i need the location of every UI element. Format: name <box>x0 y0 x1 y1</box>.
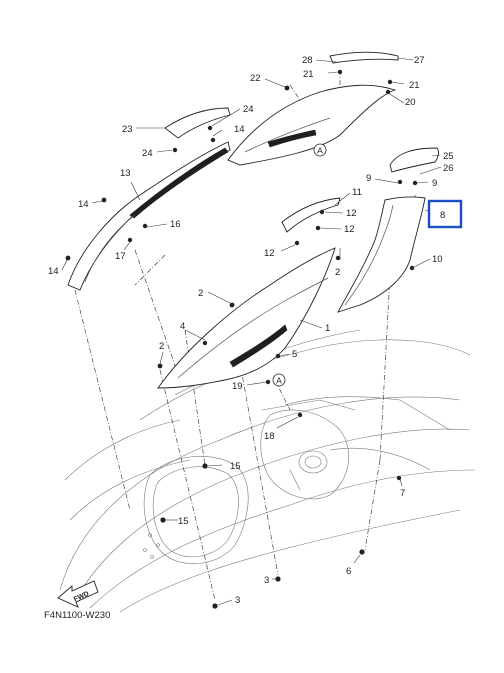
callout-24: 24 <box>243 104 254 115</box>
highlight-box-part-8 <box>427 199 463 229</box>
callout-14: 14 <box>48 266 59 277</box>
callout-25: 25 <box>443 151 454 162</box>
callout-leaders <box>61 57 442 606</box>
callout-6: 6 <box>346 566 351 577</box>
callout-18: 18 <box>264 431 275 442</box>
panel-1 <box>157 247 336 389</box>
callout-9: 9 <box>366 173 371 184</box>
callout-15: 15 <box>178 516 189 527</box>
callout-24: 24 <box>142 148 153 159</box>
callout-15: 15 <box>230 461 241 472</box>
panel-8 <box>337 196 426 313</box>
callout-2: 2 <box>198 288 203 299</box>
panel-13 <box>67 141 231 291</box>
callout-21: 21 <box>303 69 314 80</box>
callout-12: 12 <box>344 224 355 235</box>
callout-3: 3 <box>264 575 269 586</box>
callout-27: 27 <box>414 55 425 66</box>
bolts <box>65 69 418 609</box>
reference-marker-a-lower: A <box>272 373 286 387</box>
callout-12: 12 <box>346 208 357 219</box>
reference-marker-a-upper: A <box>313 143 327 157</box>
fwd-arrow: FWD <box>57 580 99 608</box>
callout-22: 22 <box>250 73 261 84</box>
callout-14: 14 <box>234 124 245 135</box>
callout-10: 10 <box>432 254 443 265</box>
callout-17: 17 <box>115 251 126 262</box>
panel-22 <box>227 84 397 166</box>
callout-12: 12 <box>264 248 275 259</box>
svg-text:A: A <box>276 376 282 386</box>
callout-28: 28 <box>302 55 313 66</box>
callout-23: 23 <box>122 124 133 135</box>
callout-2: 2 <box>335 267 340 278</box>
callout-7: 7 <box>400 488 405 499</box>
callout-13: 13 <box>120 168 131 179</box>
callout-labels: 1 2 2 2 3 3 4 5 6 7 8 9 9 10 11 12 12 12… <box>48 55 454 606</box>
callout-9: 9 <box>432 178 437 189</box>
callout-19: 19 <box>232 381 243 392</box>
svg-text:A: A <box>317 146 323 156</box>
callout-1: 1 <box>325 323 330 334</box>
callout-11: 11 <box>352 187 362 198</box>
callout-4: 4 <box>180 321 185 332</box>
callout-14: 14 <box>78 199 89 210</box>
callout-16: 16 <box>170 219 181 230</box>
callout-26: 26 <box>443 163 454 174</box>
panel-27 <box>329 51 399 64</box>
callout-3: 3 <box>235 595 240 606</box>
callout-5: 5 <box>292 349 297 360</box>
panel-25 <box>389 147 439 173</box>
callout-8: 8 <box>440 210 445 221</box>
diagram-code: F4N1100-W230 <box>44 610 111 621</box>
hull-outline <box>59 329 476 613</box>
callout-21: 21 <box>409 80 420 91</box>
panel-11 <box>281 197 341 233</box>
callout-20: 20 <box>405 97 416 108</box>
callout-2: 2 <box>159 341 164 352</box>
panel-23 <box>164 107 231 139</box>
